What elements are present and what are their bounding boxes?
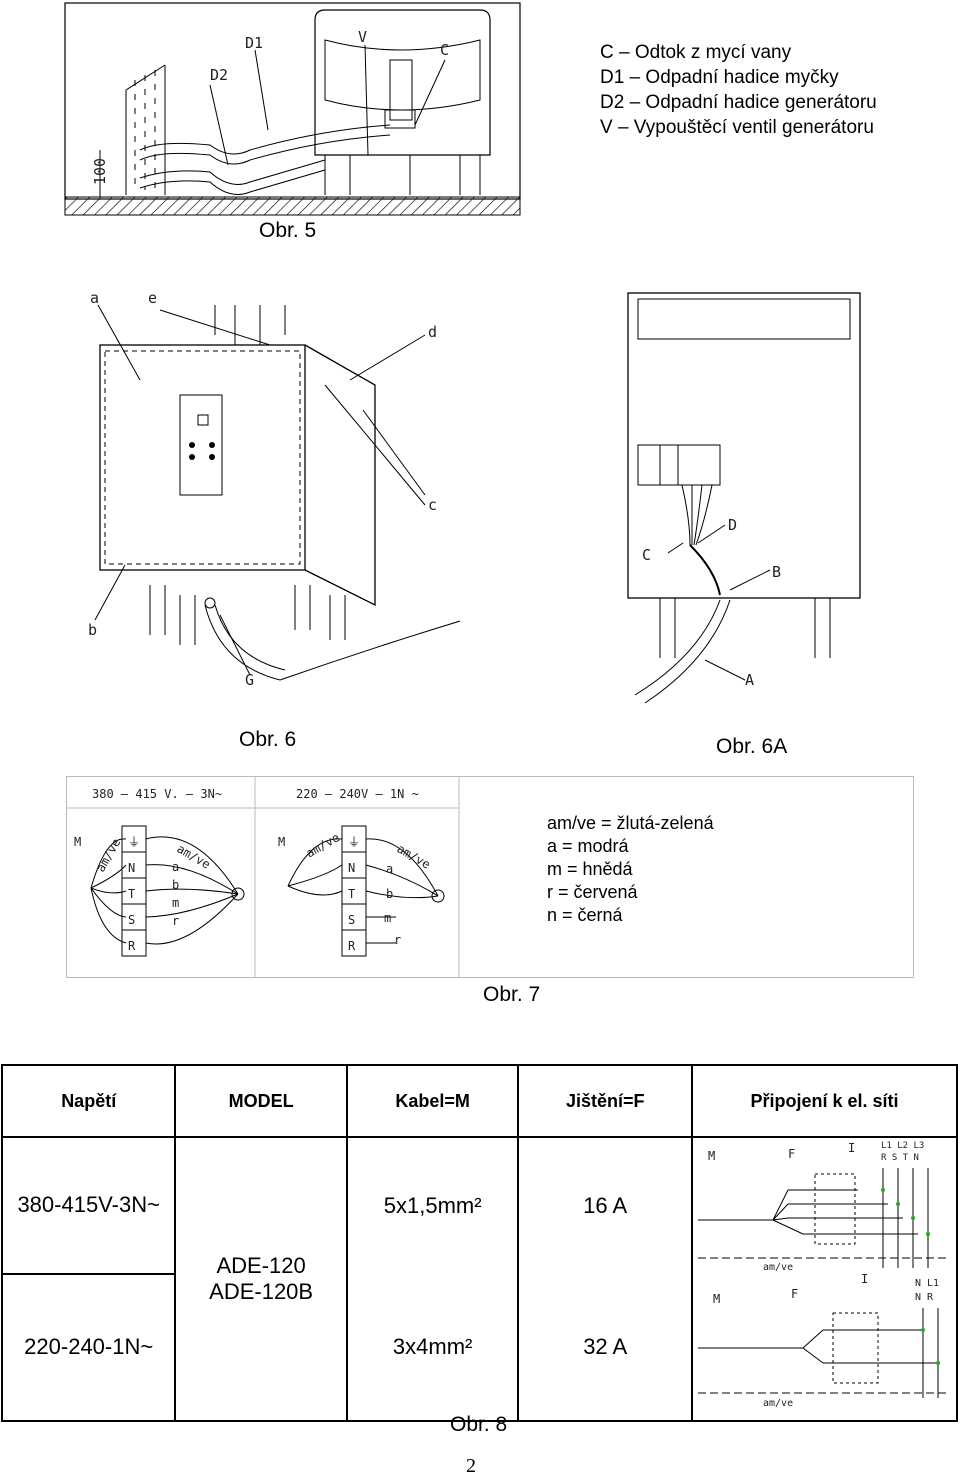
cell-voltage: 220-240-1N~ <box>0 1272 177 1423</box>
fig7-label-a-left: a <box>172 860 179 874</box>
fig6-label-d: d <box>428 323 437 341</box>
diag-l1-top: N L1 <box>915 1278 939 1289</box>
fig7-legend-item: m = hnědá <box>547 859 633 879</box>
fig7-terminal-t: T <box>128 887 135 901</box>
fig5-drawing: 100 D1 D2 V C <box>64 2 521 216</box>
fig7-legend-item: a = modrá <box>547 836 629 856</box>
fig5-legend-item: V – Vypouštěcí ventil generátoru <box>600 117 874 138</box>
fig5-dim-label: 100 <box>91 158 109 185</box>
diag-l-top: L1 L2 L3 <box>881 1141 924 1151</box>
fig5-label-c: C <box>440 41 449 59</box>
fig6a-label-a: A <box>745 671 754 689</box>
fig6-drawing: a e d c b G <box>88 289 460 689</box>
fig7-drawing: 380 – 415 V. – 3N~ 220 – 240V – 1N ~ ⏚ N… <box>66 776 914 978</box>
fig7-terminal-r: R <box>128 939 136 953</box>
diag-l1-bottom: N R <box>915 1292 934 1303</box>
fig7-legend: am/ve = žlutá-zelená a = modrá m = hnědá… <box>547 812 714 927</box>
fig7-legend-item: r = červená <box>547 882 638 902</box>
fig6-label-g: G <box>245 671 254 689</box>
header-voltage: Napětí <box>0 1064 177 1138</box>
fig5-caption: Obr. 5 <box>259 219 317 242</box>
diag-f-label-2: F <box>791 1287 798 1301</box>
fig6-label-e: e <box>148 289 157 307</box>
fig7-label-b-right: b <box>386 887 393 901</box>
page-number: 2 <box>466 1455 476 1477</box>
fig8-caption: Obr. 8 <box>450 1413 508 1436</box>
fig6-caption: Obr. 6 <box>239 728 297 751</box>
fig6a-drawing: D C B A <box>627 292 861 704</box>
diag-i-label: I <box>848 1141 855 1155</box>
fig7-terminal-earth-r: ⏚ <box>348 835 360 849</box>
fig7-label-amve-right: am/ve <box>304 830 342 860</box>
fig7-terminal-n: N <box>128 861 135 875</box>
table-header-row: Napětí MODEL Kabel=M Jištění=F Připojení… <box>0 1064 959 1138</box>
fig7-label-a-right: a <box>386 862 393 876</box>
diag-l-bottom: R S T N <box>881 1153 919 1163</box>
fig6-label-a: a <box>90 289 99 307</box>
spec-table: Napětí MODEL Kabel=M Jištění=F Připojení… <box>0 1064 959 1423</box>
header-cable: Kabel=M <box>345 1064 520 1138</box>
fig5-label-d1: D1 <box>245 34 263 52</box>
fig5-legend-item: D1 – Odpadní hadice myčky <box>600 67 839 88</box>
diag-amve-label-2: am/ve <box>763 1398 793 1409</box>
fig7-label-b-left: b <box>172 878 179 892</box>
fig7-left-header: 380 – 415 V. – 3N~ <box>92 787 222 801</box>
cell-cable: 3x4mm² <box>345 1273 520 1423</box>
cell-connection-diagram: M F I L1 L2 L3 R S T N am/ve M F I N L1 … <box>690 1136 959 1422</box>
fig6-label-b: b <box>88 621 97 639</box>
header-connection: Připojení k el. síti <box>690 1064 959 1138</box>
fig6-label-c: c <box>428 496 437 514</box>
connection-diagram: M F I L1 L2 L3 R S T N am/ve M F I N L1 … <box>697 1141 948 1409</box>
fig7-label-r-right: r <box>394 933 401 947</box>
model-line: ADE-120 <box>216 1253 306 1278</box>
header-model: MODEL <box>174 1064 348 1138</box>
fig7-terminal-earth: ⏚ <box>128 835 140 849</box>
fig7-terminal-t-r: T <box>348 887 355 901</box>
fig5-label-d2: D2 <box>210 66 228 84</box>
fig6a-caption: Obr. 6A <box>716 735 788 758</box>
fig7-label-m2-right: m <box>384 911 391 925</box>
cell-voltage: 380-415V-3N~ <box>0 1136 177 1275</box>
diag-m-label: M <box>708 1149 715 1163</box>
fig7-terminal-s: S <box>128 913 135 927</box>
header-fuse: Jištění=F <box>517 1064 693 1138</box>
table-row: 380-415V-3N~ ADE-120 ADE-120B 5x1,5mm² 1… <box>0 1136 959 1422</box>
fig7-label-m-left: M <box>74 835 81 849</box>
fig7-legend-item: n = černá <box>547 905 623 925</box>
model-line: ADE-120B <box>209 1279 314 1304</box>
fig6a-label-b: B <box>772 563 781 581</box>
cell-fuse: 16 A <box>517 1136 693 1274</box>
cell-cable: 5x1,5mm² <box>345 1136 520 1274</box>
fig5-legend-item: D2 – Odpadní hadice generátoru <box>600 92 877 113</box>
cell-fuse: 32 A <box>517 1273 693 1423</box>
fig7-label-m2-left: m <box>172 896 179 910</box>
fig5-label-v: V <box>358 28 367 46</box>
fig7-label-m-right: M <box>278 835 285 849</box>
fig7-label-amve-right2: am/ve <box>395 841 433 871</box>
diag-i-label-2: I <box>861 1272 868 1286</box>
fig7-legend-item: am/ve = žlutá-zelená <box>547 813 714 833</box>
cell-model: ADE-120 ADE-120B <box>174 1136 348 1422</box>
fig5-legend: C – Odtok z mycí vany D1 – Odpadní hadic… <box>600 40 877 140</box>
fig6a-label-c: C <box>642 546 651 564</box>
table-row: 220-240-1N~ 3x4mm² 32 A <box>0 1272 957 1423</box>
fig7-label-amve-left: am/ve <box>93 836 123 874</box>
diag-m-label-2: M <box>713 1292 720 1306</box>
fig7-right-header: 220 – 240V – 1N ~ <box>296 787 419 801</box>
fig7-caption: Obr. 7 <box>483 983 541 1006</box>
diag-f-label: F <box>788 1147 795 1161</box>
fig7-terminal-s-r: S <box>348 913 355 927</box>
fig7-label-r-left: r <box>172 914 179 928</box>
fig7-terminal-n-r: N <box>348 861 355 875</box>
fig6a-label-d: D <box>728 516 737 534</box>
fig7-terminal-r-r: R <box>348 939 356 953</box>
diag-amve-label: am/ve <box>763 1262 793 1273</box>
fig5-legend-item: C – Odtok z mycí vany <box>600 42 792 63</box>
